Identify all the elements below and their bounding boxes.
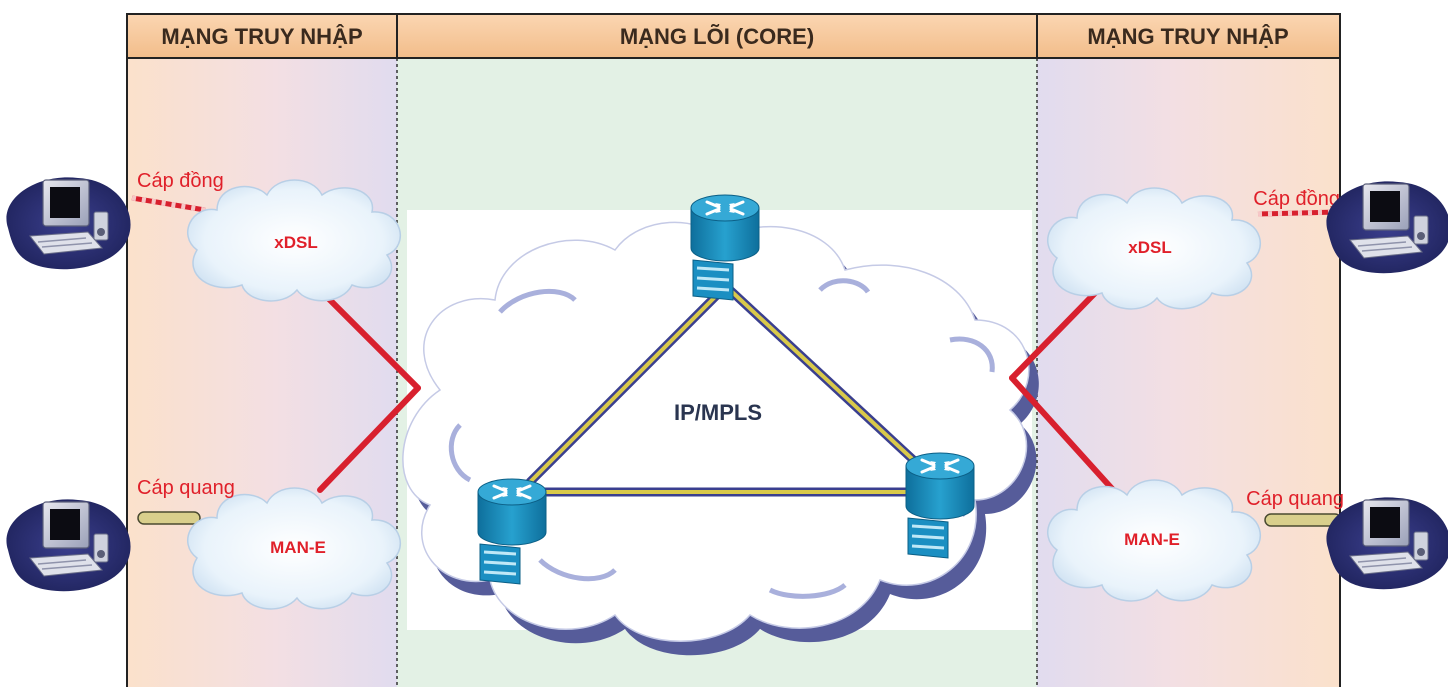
left-mane-cloud: MAN-E (186, 487, 402, 610)
left-xdsl-label: xDSL (274, 233, 317, 252)
left-fiber-label: Cáp quang (137, 477, 235, 499)
desktop-computer-icon (5, 498, 132, 592)
core-cloud-label: IP/MPLS (674, 400, 762, 425)
core-header: MẠNG LÕI (CORE) (620, 24, 814, 49)
left-access-header: MẠNG TRUY NHẬP (161, 24, 362, 49)
access-links (317, 287, 1118, 495)
core-cloud (402, 221, 1039, 656)
desktop-computer-icon (1325, 180, 1448, 274)
right-fiber-label: Cáp quang (1246, 488, 1344, 510)
right-xdsl-label: xDSL (1128, 238, 1171, 257)
right-fiber-cable (1264, 513, 1342, 527)
left-xdsl-cloud: xDSL (186, 179, 402, 302)
core-links (525, 285, 940, 497)
right-copper-label: Cáp đồng (1253, 188, 1340, 210)
right-copper-cable (1257, 209, 1339, 217)
left-copper-label: Cáp đồng (137, 170, 224, 192)
desktop-computer-icon (1325, 496, 1448, 590)
left-copper-cable (131, 195, 206, 213)
right-mane-label: MAN-E (1124, 530, 1180, 549)
header-bar: MẠNG TRUY NHẬP MẠNG LÕI (CORE) MẠNG TRUY… (126, 13, 1341, 59)
left-mane-label: MAN-E (270, 538, 326, 557)
right-mane-cloud: MAN-E (1046, 479, 1262, 602)
right-xdsl-cloud: xDSL (1046, 187, 1262, 310)
left-fiber-cable (137, 511, 201, 525)
right-access-header: MẠNG TRUY NHẬP (1087, 24, 1288, 49)
desktop-computer-icon (5, 176, 132, 270)
